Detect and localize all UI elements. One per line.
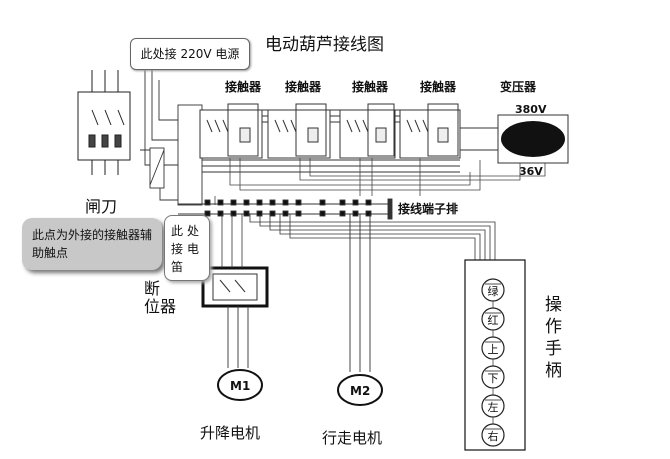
- knife-switch-label: 闸刀: [85, 197, 117, 216]
- travel-motor-label: 行走电机: [322, 429, 382, 447]
- lift-motor-label: 升降电机: [200, 424, 260, 442]
- handle-button-label-right: 右: [488, 429, 499, 443]
- transformer-36v: 36V: [519, 165, 543, 178]
- m2-leads: [349, 214, 371, 372]
- contactor-1: [199, 103, 263, 159]
- callout-aux-contact: 此点为外接的接触器辅助触点: [22, 218, 162, 270]
- contactor-label-2: 接触器: [285, 79, 322, 94]
- handle-button-label-green: 绿: [488, 284, 499, 298]
- handle-button-label-down: 下: [488, 372, 499, 385]
- handle-label-4: 柄: [545, 361, 562, 381]
- handle-label-2: 作: [545, 317, 562, 337]
- motor-m1-label: M1: [230, 379, 250, 393]
- callout-220v-power: 此处接 220V 电源: [130, 38, 250, 70]
- handle-label-3: 手: [545, 339, 562, 359]
- contactor-label-4: 接触器: [420, 79, 457, 94]
- limit-switch-label-1: 断: [144, 279, 160, 298]
- knife-switch: [77, 70, 131, 175]
- motor-m2-label: M2: [350, 384, 370, 398]
- contactor-3: [339, 103, 396, 159]
- motor-m1: [217, 369, 263, 401]
- contactor-label-1: 接触器: [225, 79, 262, 94]
- terminal-block-label: 接线端子排: [398, 201, 458, 216]
- contactor-2: [267, 103, 331, 159]
- limit-switch-wiring: [221, 214, 243, 268]
- transformer: [460, 114, 569, 164]
- contactor-4: [399, 103, 461, 159]
- handle-label-1: 操: [545, 295, 562, 315]
- motor-m2: [337, 374, 383, 406]
- diagram-title: 电动葫芦接线图: [265, 35, 384, 55]
- handle-cable: [249, 214, 496, 260]
- power-lines: [140, 60, 178, 201]
- m1-leads: [227, 306, 249, 368]
- control-wiring: [214, 158, 546, 205]
- terminal-block: [178, 198, 393, 220]
- handle-button-label-red: 红: [488, 314, 499, 327]
- handle-button-label-left: 左: [488, 401, 499, 414]
- handle-button-right[interactable]: [481, 423, 505, 447]
- limit-switch-label-2: 位器: [144, 297, 176, 316]
- transformer-380v: 380V: [515, 103, 547, 116]
- callout-buzzer: 此处接电笛: [164, 215, 210, 281]
- transformer-label: 变压器: [500, 79, 537, 94]
- limit-switch: [201, 266, 269, 308]
- handle-button-label-up: 上: [488, 343, 499, 356]
- contactor-label-3: 接触器: [352, 79, 389, 94]
